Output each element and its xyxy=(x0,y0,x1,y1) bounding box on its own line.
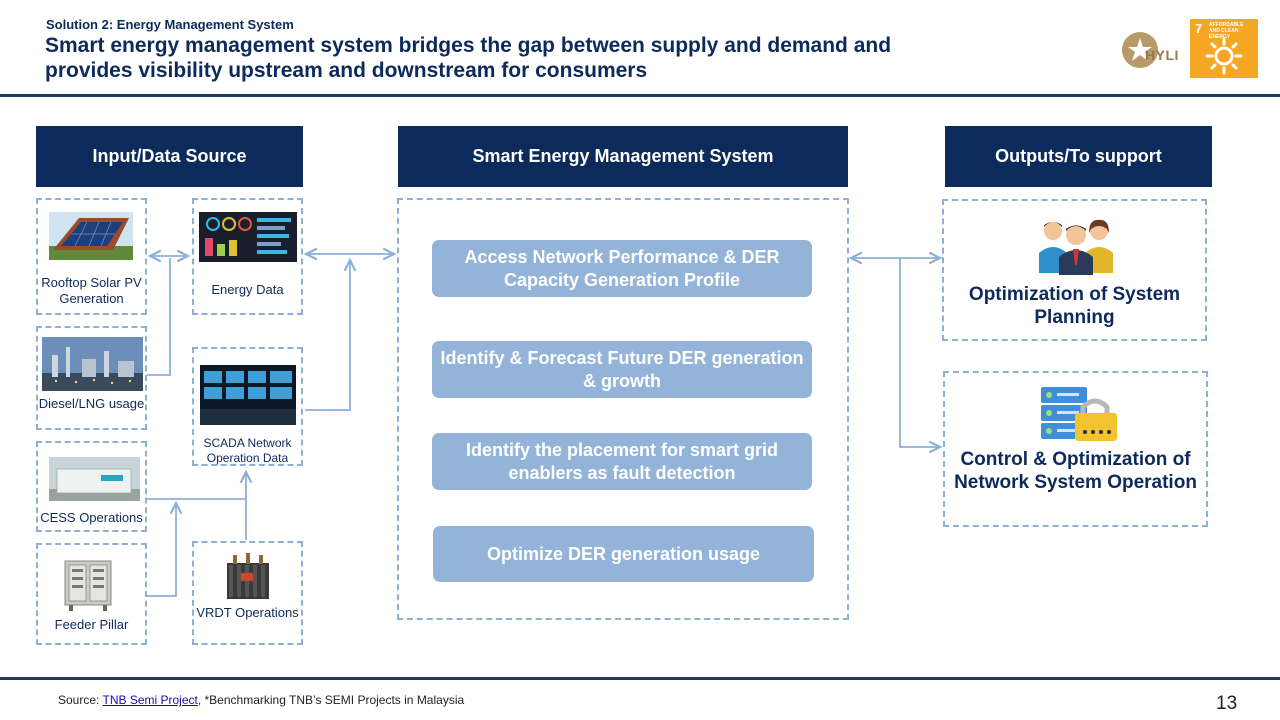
logo-text: HYLI xyxy=(1145,47,1179,63)
system-column-header: Smart Energy Management System xyxy=(398,126,848,187)
rooftop-solar-card: Rooftop Solar PV Generation xyxy=(36,198,147,315)
hyli-logo: HYLI xyxy=(1120,28,1185,72)
source-link[interactable]: TNB Semi Project xyxy=(102,693,198,707)
slide-title-line1: Smart energy management system bridges t… xyxy=(45,34,892,57)
slide-title-line2: provides visibility upstream and downstr… xyxy=(45,59,648,82)
server-lock-icon xyxy=(1041,387,1117,441)
vrdt-label: VRDT Operations xyxy=(196,605,299,620)
system-container xyxy=(397,198,849,620)
system-item-optimize-der: Optimize DER generation usage xyxy=(433,526,814,582)
source-rest: , *Benchmarking TNB’s SEMI Projects in M… xyxy=(197,693,465,707)
cess-label: CESS Operations xyxy=(40,510,143,525)
energy-data-card: Energy Data xyxy=(192,198,303,315)
output-planning-card: Optimization of System Planning xyxy=(942,199,1207,341)
header-rule xyxy=(0,94,1280,97)
cess-card: CESS Operations xyxy=(36,441,147,532)
rooftop-solar-label: Rooftop Solar PV Generation xyxy=(41,275,142,306)
system-item-network-performance: Access Network Performance & DER Capacit… xyxy=(432,240,812,297)
energy-data-label: Energy Data xyxy=(211,282,284,297)
system-item-forecast-der: Identify & Forecast Future DER generatio… xyxy=(432,341,812,398)
page-number: 13 xyxy=(1216,693,1238,714)
transformer-icon xyxy=(227,553,269,599)
output-column-header: Outputs/To support xyxy=(945,126,1212,187)
vrdt-card: VRDT Operations xyxy=(192,541,303,645)
source-note: Source: TNB Semi Project, *Benchmarking … xyxy=(58,693,464,707)
slide-title: Smart energy management system bridges t… xyxy=(45,33,1045,83)
sdg-number: 7 xyxy=(1195,21,1203,36)
diesel-lng-label: Diesel/LNG usage xyxy=(38,396,145,411)
output-control-label: Control & Optimization of Network System… xyxy=(954,449,1197,493)
solar-panel-icon xyxy=(49,212,133,260)
footer-rule xyxy=(0,677,1280,680)
sdg-text: AFFORDABLE AND CLEAN ENERGY xyxy=(1209,22,1244,40)
sdg7-badge: 7 AFFORDABLE AND CLEAN ENERGY xyxy=(1190,19,1258,78)
control-room-icon xyxy=(200,365,296,425)
diesel-lng-card: Diesel/LNG usage xyxy=(36,326,147,430)
scada-label: SCADA Network Operation Data xyxy=(203,436,292,465)
battery-container-icon xyxy=(49,457,140,501)
scada-card: SCADA Network Operation Data xyxy=(192,347,303,466)
output-planning-label: Optimization of System Planning xyxy=(968,284,1181,328)
refinery-icon xyxy=(42,337,143,391)
source-prefix: Source: xyxy=(58,693,103,707)
feeder-pillar-label: Feeder Pillar xyxy=(54,617,129,632)
system-item-smart-grid-placement: Identify the placement for smart grid en… xyxy=(432,433,812,490)
slide-subtitle: Solution 2: Energy Management System xyxy=(46,17,294,32)
team-icon xyxy=(1039,219,1113,275)
feeder-pillar-card: Feeder Pillar xyxy=(36,543,147,645)
input-column-header: Input/Data Source xyxy=(36,126,303,187)
sun-icon xyxy=(1205,37,1243,75)
output-control-card: Control & Optimization of Network System… xyxy=(943,371,1208,527)
feeder-pillar-icon xyxy=(64,560,112,611)
energy-dashboard-icon xyxy=(199,212,297,262)
